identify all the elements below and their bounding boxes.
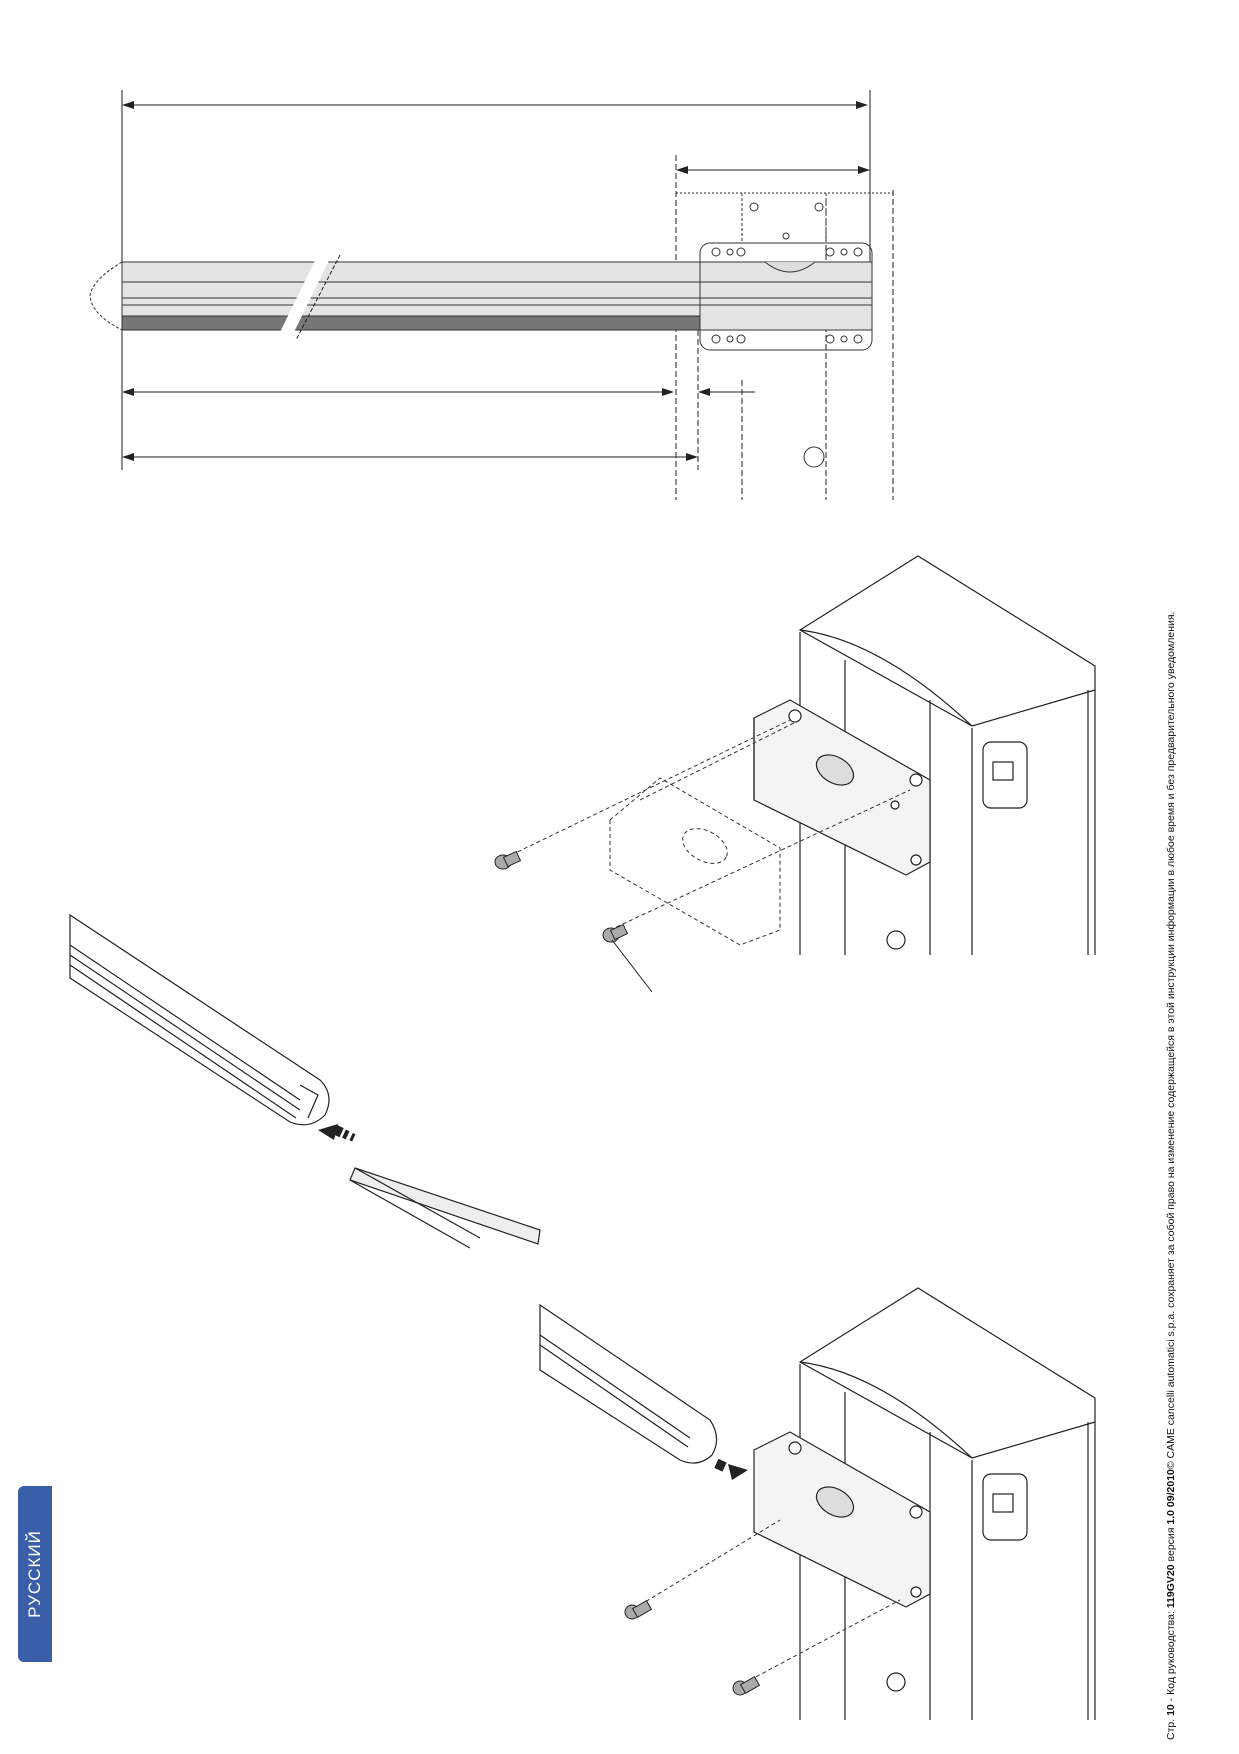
footer-version-label: версия	[1165, 1527, 1177, 1562]
footer-date: 09/2010	[1165, 1469, 1177, 1508]
footer-page-number: 10	[1165, 1704, 1177, 1716]
language-tab: РУССКИЙ	[18, 1486, 52, 1662]
footer-notice: сохраняет за собой право на изменение со…	[1165, 611, 1177, 1308]
footer-version: 1.0	[1165, 1510, 1177, 1525]
footer-code-label: Код руководства:	[1165, 1611, 1177, 1695]
footer-separator: -	[1165, 1694, 1177, 1702]
footer-code: 119GV20	[1165, 1564, 1177, 1609]
footer-page-prefix: Стр.	[1165, 1718, 1177, 1740]
footer-copyright: © CAME cancelli automatici s.p.a.	[1165, 1310, 1177, 1470]
page-footer: Стр. 10 - Код руководства: 119GV20 верси…	[1165, 320, 1177, 1740]
